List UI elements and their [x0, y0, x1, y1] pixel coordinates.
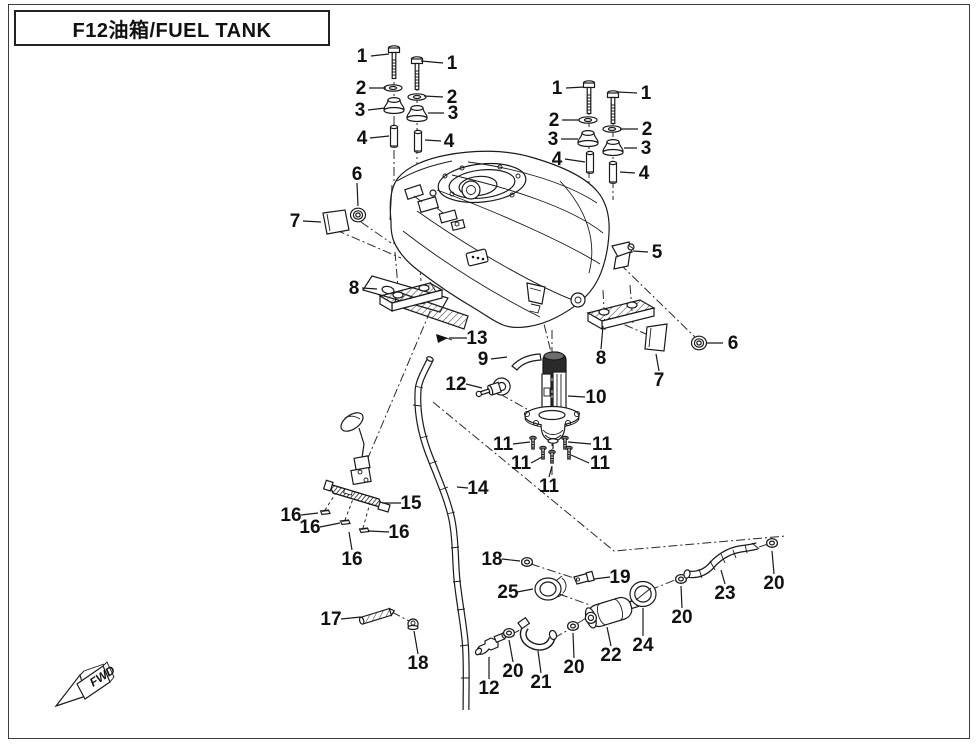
callout-2-d: 2 — [642, 119, 653, 140]
callout-21: 21 — [530, 672, 552, 693]
bracket-9 — [511, 353, 542, 371]
title-box: F12油箱/FUEL TANK — [14, 10, 330, 46]
callout-3-a: 3 — [355, 100, 366, 121]
callout-3-b: 3 — [448, 103, 459, 124]
callout-17: 17 — [320, 609, 341, 630]
diagram-border — [8, 4, 970, 739]
callout-20-d: 20 — [763, 573, 784, 594]
rubber-pad-8-left — [378, 282, 444, 313]
bracket-assembly-15 — [322, 412, 391, 513]
callout-11-d: 11 — [592, 434, 613, 455]
callout-19: 19 — [609, 567, 630, 588]
callout-6-b: 6 — [728, 333, 739, 354]
callout-6-a: 6 — [352, 164, 363, 185]
hose-21 — [517, 616, 558, 651]
link-bracket-19 — [573, 570, 595, 585]
nut-20-d — [765, 537, 779, 549]
callout-7-a: 7 — [290, 211, 301, 232]
callout-20-a: 20 — [502, 661, 523, 682]
fwd-arrow: FWD — [54, 661, 118, 708]
callout-2-c: 2 — [549, 110, 560, 131]
fuel-hose-14 — [412, 356, 470, 711]
fuel-tank-drawing — [362, 150, 610, 330]
callout-18-b: 18 — [481, 549, 502, 570]
hose-23 — [683, 542, 760, 579]
callout-4-b: 4 — [444, 131, 455, 152]
callout-8-b: 8 — [596, 348, 607, 369]
callout-11-e: 11 — [590, 453, 611, 474]
collar-25 — [534, 575, 567, 601]
callout-4-a: 4 — [357, 128, 368, 149]
clips-16 — [319, 492, 371, 534]
callout-14: 14 — [467, 478, 489, 499]
callout-1-d: 1 — [641, 83, 652, 104]
callout-11-c: 11 — [539, 476, 560, 497]
callout-5: 5 — [652, 242, 663, 263]
screw-17 — [358, 607, 396, 625]
callout-7-b: 7 — [654, 370, 665, 391]
callout-4-c: 4 — [552, 149, 563, 170]
nut-6-left — [349, 207, 367, 223]
callout-2-a: 2 — [356, 78, 367, 99]
callout-16-d: 16 — [388, 522, 409, 543]
callout-8-a: 8 — [349, 278, 360, 299]
callout-18-a: 18 — [407, 653, 428, 674]
grommet-ring-24 — [629, 580, 657, 608]
rubber-pad-8-right — [586, 299, 656, 331]
callout-1-c: 1 — [552, 78, 563, 99]
callout-12-b: 12 — [478, 678, 499, 699]
callout-1-b: 1 — [447, 53, 458, 74]
nut-20-b — [566, 620, 580, 632]
callout-labels: 1 1 1 1 2 2 2 2 3 3 3 3 4 4 4 4 5 6 6 7 … — [280, 46, 784, 699]
nut-6-right — [690, 335, 708, 351]
callout-10: 10 — [585, 387, 606, 408]
callout-12-a: 12 — [445, 374, 466, 395]
page-title: F12油箱/FUEL TANK — [72, 19, 272, 42]
elbow-fitting-12-bottom — [474, 632, 507, 656]
callout-4-d: 4 — [639, 163, 650, 184]
callout-3-d: 3 — [641, 138, 652, 159]
callout-16-a: 16 — [280, 505, 301, 526]
plate-7-right — [644, 323, 668, 352]
nut-18-bottom — [407, 618, 419, 631]
clip-13 — [436, 334, 453, 343]
callout-1-a: 1 — [357, 46, 368, 67]
callout-16-c: 16 — [341, 549, 362, 570]
fuel-pump-10 — [523, 351, 581, 449]
callout-24: 24 — [632, 635, 654, 656]
leader-lines — [300, 53, 775, 679]
nut-18-top — [520, 556, 534, 568]
callout-20-b: 20 — [563, 657, 584, 678]
callout-2-b: 2 — [447, 87, 458, 108]
callout-11-a: 11 — [493, 434, 514, 455]
callout-9: 9 — [478, 349, 489, 370]
callout-13: 13 — [466, 328, 487, 349]
fuel-sensor-12 — [475, 377, 511, 398]
callout-3-c: 3 — [548, 129, 559, 150]
callout-11-b: 11 — [511, 453, 532, 474]
callout-22: 22 — [600, 645, 621, 666]
callout-25: 25 — [497, 582, 519, 603]
callout-15: 15 — [400, 493, 422, 514]
callout-20-c: 20 — [671, 607, 692, 628]
nut-20-a — [503, 627, 516, 639]
callout-16-b: 16 — [299, 517, 320, 538]
tank-side-bracket-5 — [611, 241, 635, 270]
plate-7-left — [322, 209, 350, 235]
callout-23: 23 — [714, 583, 735, 604]
